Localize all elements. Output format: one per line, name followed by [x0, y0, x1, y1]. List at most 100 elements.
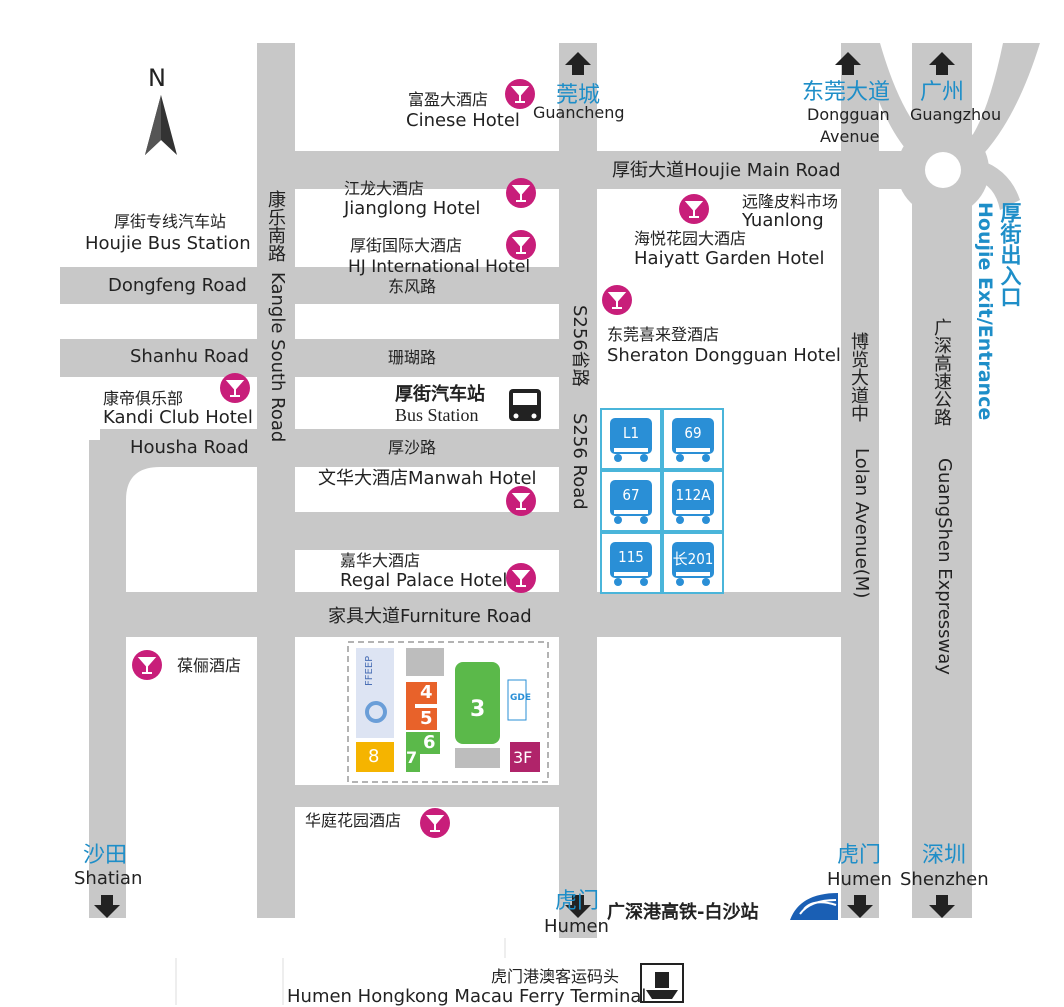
- hall-label-7: 7: [406, 748, 418, 767]
- place-sheraton-cn: 东莞喜来登酒店: [607, 325, 720, 344]
- road-label-s256-cn: S256省路: [569, 305, 590, 387]
- dest-humen-right-cn: 虎门: [837, 843, 882, 868]
- bus-route-115[interactable]: 115: [600, 532, 662, 594]
- place-sheraton-en: Sheraton Dongguan Hotel: [607, 345, 841, 366]
- place-jianglong-en: Jianglong Hotel: [344, 198, 481, 219]
- place-bus-cn: 厚街汽车站: [395, 384, 485, 405]
- hall-grey-1: [406, 648, 444, 676]
- bus-routes-grid: L1 69 67 112A 115 长201: [600, 408, 724, 594]
- dest-guancheng-cn: 莞城: [556, 83, 601, 108]
- road-label-dongfeng-cn: 东风路: [388, 277, 437, 296]
- road-label-guangshen-cn: 广深高速公路: [931, 318, 952, 426]
- arrow-down-humen-center-icon: [565, 895, 591, 918]
- road-huating: [278, 785, 597, 807]
- road-label-kangle-cn: 康乐南路: [265, 190, 286, 262]
- road-left-corner: [89, 429, 160, 500]
- place-ferry-cn: 虎门港澳客运码头: [491, 967, 620, 986]
- railway-icon: [790, 893, 838, 920]
- bus-route-69[interactable]: 69: [662, 408, 724, 470]
- place-peili: 葆俪酒店: [177, 656, 242, 675]
- bus-route-label: 67: [622, 486, 640, 504]
- hall-4-block: [415, 682, 437, 704]
- road-label-houjie-main: 厚街大道Houjie Main Road: [612, 160, 841, 181]
- hall-label-4: 4: [420, 682, 433, 703]
- bus-route-label: 69: [684, 424, 702, 442]
- place-haiyatt-cn: 海悦花园大酒店: [634, 229, 747, 248]
- exit-en: Houjie Exit/Entrance: [974, 202, 996, 421]
- north-label: N: [148, 64, 166, 92]
- venue-halls: [356, 648, 540, 772]
- hotel-pin-hj-icon[interactable]: [506, 230, 536, 260]
- place-jianglong-cn: 江龙大酒店: [344, 179, 425, 198]
- dest-shatian-en: Shatian: [74, 868, 143, 889]
- hall-grey-3: [455, 748, 500, 768]
- hotel-pin-jianglong-icon[interactable]: [506, 178, 536, 208]
- hotel-pin-kandi-icon[interactable]: [220, 373, 250, 403]
- ferry-icon: [640, 963, 684, 1003]
- hall-label-3: 3: [470, 697, 486, 722]
- arrow-down-humen-right-icon: [847, 895, 873, 918]
- road-label-furniture: 家具大道Furniture Road: [328, 606, 532, 627]
- hotel-pin-sheraton-icon[interactable]: [602, 285, 632, 315]
- hall-8-block: [356, 742, 394, 772]
- place-railway: 广深港高铁-白沙站: [607, 902, 759, 923]
- hotel-pin-regal-icon[interactable]: [506, 563, 536, 593]
- dest-shatian-cn: 沙田: [83, 843, 128, 868]
- road-shanhu: [60, 339, 597, 377]
- bus-route-label: L1: [622, 424, 640, 442]
- dest-humen-center-cn: 虎门: [555, 889, 600, 914]
- bus-route-label: 115: [618, 548, 644, 566]
- dest-shenzhen-en: Shenzhen: [900, 869, 989, 890]
- arrow-up-guangzhou-icon: [929, 52, 955, 75]
- exit-cn: 厚街出入口: [998, 202, 1022, 307]
- place-houjie-busstation-en: Houjie Bus Station: [85, 233, 251, 254]
- hotel-pin-peili-icon[interactable]: [132, 650, 162, 680]
- road-label-bolan-cn: 博览大道中: [848, 332, 869, 422]
- ffeep-logo-icon: [365, 701, 387, 723]
- bus-route-l1[interactable]: L1: [600, 408, 662, 470]
- road-label-guangshen-en: GuangShen Expressway: [934, 458, 955, 675]
- hotel-pin-huating-icon[interactable]: [420, 808, 450, 838]
- bus-route-label: 长201: [672, 550, 714, 568]
- place-bus-en: Bus Station: [395, 405, 479, 425]
- road-houjie-main: [257, 151, 982, 189]
- hotel-pin-yuanlong-icon[interactable]: [679, 194, 709, 224]
- hall-7-block: [406, 732, 420, 772]
- road-interchange-right: [960, 43, 1040, 175]
- venue-border: [347, 641, 549, 783]
- hall-label-ffeep: FFEEP: [364, 655, 375, 686]
- bus-route-67[interactable]: 67: [600, 470, 662, 532]
- road-dongfeng: [60, 267, 597, 304]
- hall-ffeep-block: [356, 648, 394, 738]
- place-yuanlong-en: Yuanlong: [742, 210, 824, 231]
- roundabout-center: [925, 152, 961, 188]
- road-label-kangle-en: Kangle South Road: [267, 272, 288, 443]
- place-houjie-busstation-cn: 厚街专线汽车站: [114, 212, 227, 231]
- hall-3f-block: [510, 742, 540, 772]
- road-label-housha-en: Housha Road: [130, 437, 249, 458]
- hall-label-8: 8: [368, 746, 380, 767]
- place-manwah: 文华大酒店Manwah Hotel: [318, 468, 537, 489]
- hotel-pin-cinese-icon[interactable]: [505, 79, 535, 109]
- road-furniture: [89, 592, 879, 637]
- hall-6-block: [420, 732, 440, 754]
- hall-label-6: 6: [423, 732, 436, 753]
- bus-route-112a[interactable]: 112A: [662, 470, 724, 532]
- dest-shenzhen-cn: 深圳: [922, 843, 967, 868]
- road-label-s256-en: S256 Road: [569, 413, 590, 510]
- hotel-pin-manwah-icon[interactable]: [506, 486, 536, 516]
- arrow-down-shenzhen-icon: [929, 895, 955, 918]
- dest-humen-right-en: Humen: [827, 869, 892, 890]
- hall-label-5: 5: [420, 708, 433, 729]
- dest-guancheng-en: Guancheng: [533, 103, 625, 122]
- hall-label-3f: 3F: [513, 748, 533, 767]
- place-huating: 华庭花园酒店: [305, 811, 402, 830]
- bus-route-chang201[interactable]: 长201: [662, 532, 724, 594]
- place-regal-en: Regal Palace Hotel: [340, 570, 508, 591]
- road-label-dongfeng-en: Dongfeng Road: [108, 275, 247, 296]
- bus-route-label: 112A: [675, 486, 711, 504]
- dest-guangzhou-en: Guangzhou: [910, 105, 1002, 124]
- gde-logo-block: [507, 679, 527, 721]
- arrow-up-guancheng-icon: [565, 52, 591, 75]
